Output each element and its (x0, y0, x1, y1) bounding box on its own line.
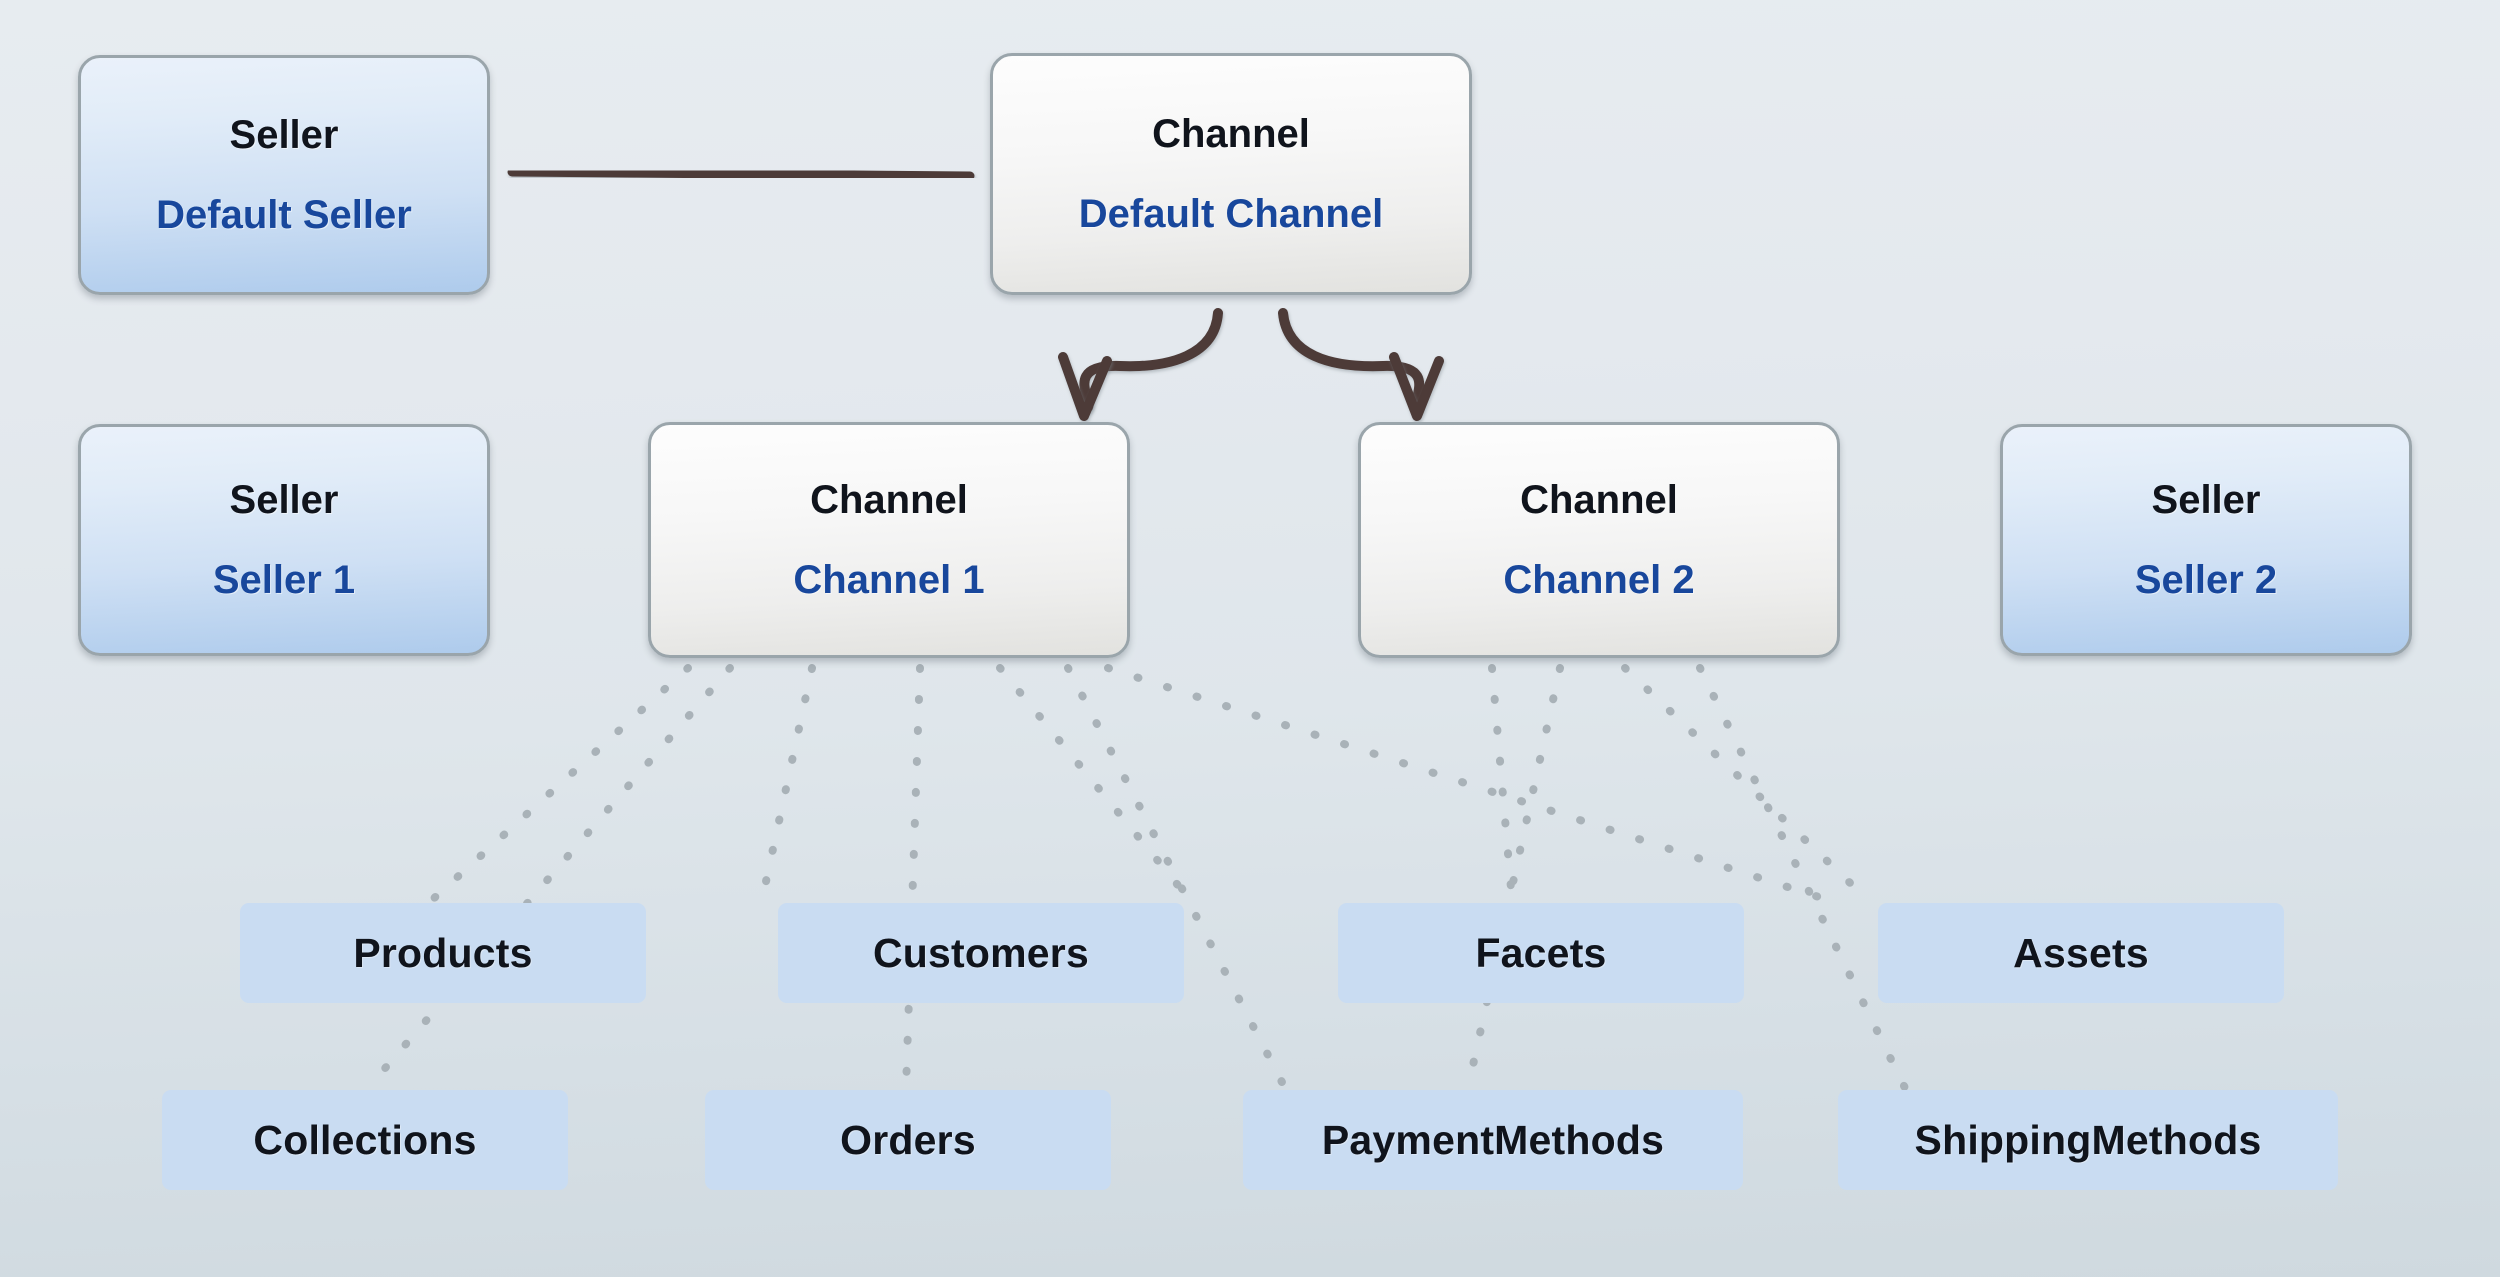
arrow-default-channel-to-channel-1 (1058, 308, 1223, 421)
dotted-links-channel-1 (364, 664, 1832, 1092)
entity-name-label: Seller 1 (212, 558, 356, 602)
leaf-collections[interactable]: Collections (162, 1090, 568, 1190)
dotted-link-channel1-products (428, 664, 692, 904)
entity-type-label: Channel (1152, 112, 1310, 156)
entity-type-label: Seller (2151, 478, 2261, 522)
dotted-link-channel2-shippingmethods (1696, 664, 1909, 1092)
entity-type-label: Seller (229, 113, 339, 157)
dotted-link-channel1-paymentmethods (1064, 664, 1289, 1092)
dotted-link-channel1-collections (364, 664, 734, 1092)
dotted-link-channel2-facets (1488, 664, 1516, 904)
entity-default-seller[interactable]: Seller Default Seller (78, 55, 490, 295)
leaf-customers[interactable]: Customers (778, 903, 1184, 1003)
dotted-link-channel2-paymentmethods (1464, 664, 1564, 1092)
leaf-orders[interactable]: Orders (705, 1090, 1111, 1190)
leaf-products[interactable]: Products (240, 903, 646, 1003)
entity-seller-1[interactable]: Seller Seller 1 (78, 424, 490, 656)
entity-type-label: Channel (1520, 478, 1678, 522)
dotted-link-channel1-customers (758, 664, 816, 904)
dotted-links-channel-2 (1464, 664, 1909, 1092)
entity-type-label: Channel (810, 478, 968, 522)
entity-default-channel[interactable]: Channel Default Channel (990, 53, 1472, 295)
dotted-link-channel2-assets (1621, 664, 1872, 904)
dotted-link-channel1-facets (996, 664, 1194, 904)
leaf-assets[interactable]: Assets (1878, 903, 2284, 1003)
entity-name-label: Default Seller (156, 193, 412, 237)
dotted-link-channel1-assets (1104, 664, 1832, 904)
leaf-paymentmethods[interactable]: PaymentMethods (1243, 1090, 1743, 1190)
leaf-facets[interactable]: Facets (1338, 903, 1744, 1003)
entity-type-label: Seller (229, 478, 339, 522)
entity-channel-2[interactable]: Channel Channel 2 (1358, 422, 1840, 658)
entity-seller-2[interactable]: Seller Seller 2 (2000, 424, 2412, 656)
entity-name-label: Channel 1 (793, 558, 985, 602)
entity-channel-1[interactable]: Channel Channel 1 (648, 422, 1130, 658)
solid-link-default-seller-default-channel (507, 167, 975, 181)
entity-name-label: Channel 2 (1503, 558, 1695, 602)
dotted-link-channel1-orders (902, 664, 924, 1092)
leaf-shippingmethods[interactable]: ShippingMethods (1838, 1090, 2338, 1190)
entity-name-label: Seller 2 (2134, 558, 2278, 602)
entity-name-label: Default Channel (1078, 192, 1384, 236)
arrow-default-channel-to-channel-2 (1278, 308, 1444, 421)
